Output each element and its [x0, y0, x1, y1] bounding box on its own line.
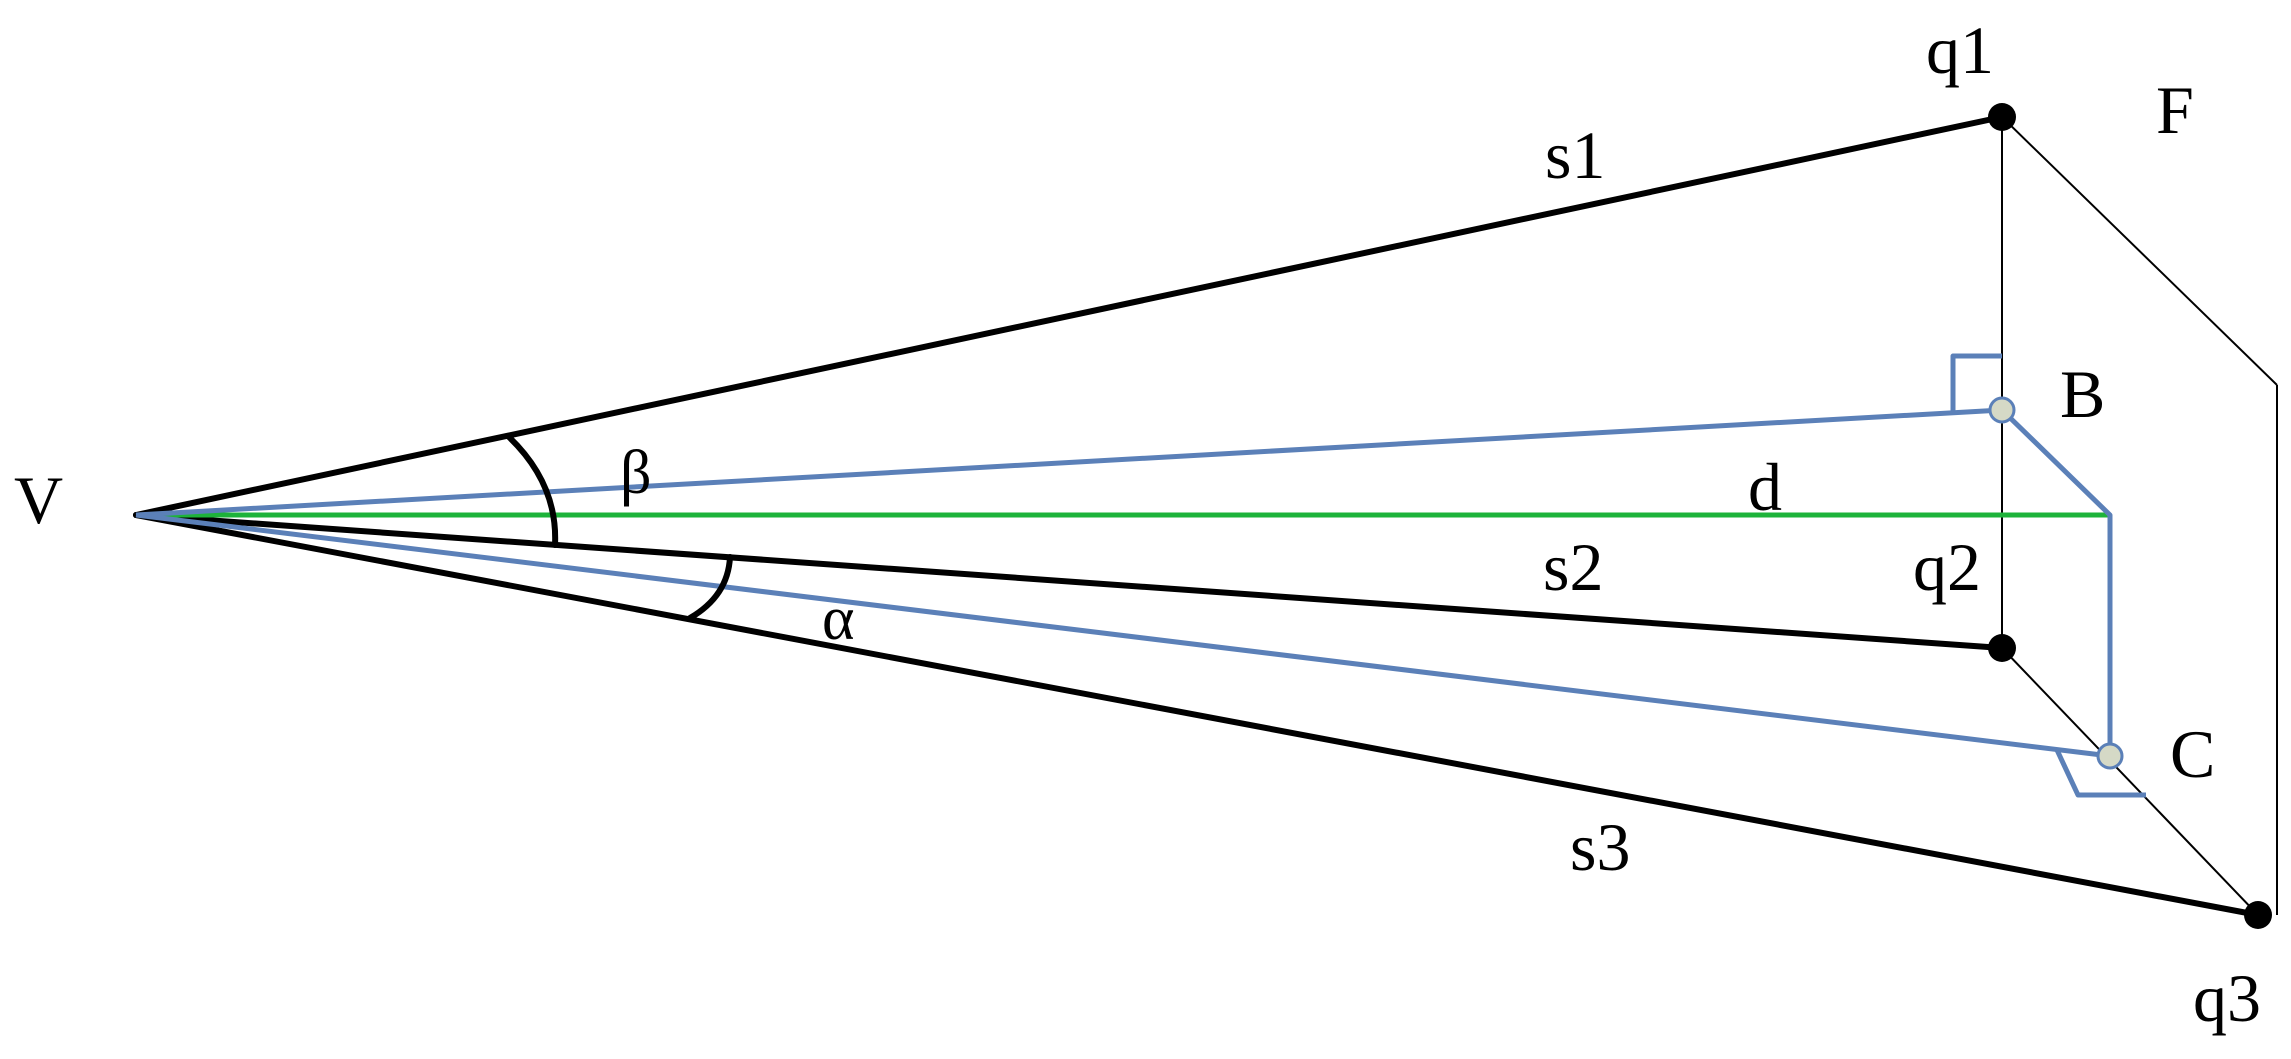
- edge-s3: [133, 512, 2261, 918]
- label-s3: s3: [1570, 809, 1630, 885]
- label-v: V: [14, 462, 63, 538]
- label-q1: q1: [1926, 12, 1994, 88]
- angle-arcs: [506, 434, 733, 621]
- plane-edge-q1-right: [2001, 116, 2278, 386]
- pyramid-edges: [133, 114, 2261, 918]
- plane-f: [2001, 116, 2278, 916]
- arc-beta: [506, 434, 559, 548]
- label-c: C: [2170, 716, 2215, 792]
- label-alpha: α: [822, 585, 854, 653]
- vertices: [1988, 103, 2272, 929]
- line-v-c: [135, 512, 2111, 759]
- edge-s1: [133, 114, 2005, 518]
- label-q2: q2: [1913, 529, 1981, 605]
- foot-point-b: [1988, 396, 2016, 424]
- edge-s2: [133, 512, 2005, 651]
- label-f: F: [2156, 72, 2194, 148]
- label-d: d: [1748, 449, 1782, 525]
- vertex-q1: [1988, 103, 2016, 131]
- label-beta: β: [620, 439, 652, 507]
- line-b-d-c: [2000, 408, 2113, 756]
- right-angle-marker-c: [2054, 748, 2146, 798]
- label-s2: s2: [1543, 529, 1603, 605]
- foot-point-c: [2096, 742, 2124, 770]
- vertex-q3: [2244, 901, 2272, 929]
- labels: V q1 F s1 B β d s2 q2 α C s3 q3: [14, 12, 2261, 1036]
- projection-lines: [135, 353, 2146, 798]
- line-v-b: [135, 407, 2003, 518]
- plane-edge-q2-q3: [2001, 647, 2259, 916]
- vertex-q2: [1988, 634, 2016, 662]
- label-b: B: [2060, 356, 2105, 432]
- label-q3: q3: [2193, 960, 2261, 1036]
- label-s1: s1: [1545, 117, 1605, 193]
- arc-alpha: [687, 554, 733, 621]
- right-angle-marker-b: [1950, 353, 2002, 413]
